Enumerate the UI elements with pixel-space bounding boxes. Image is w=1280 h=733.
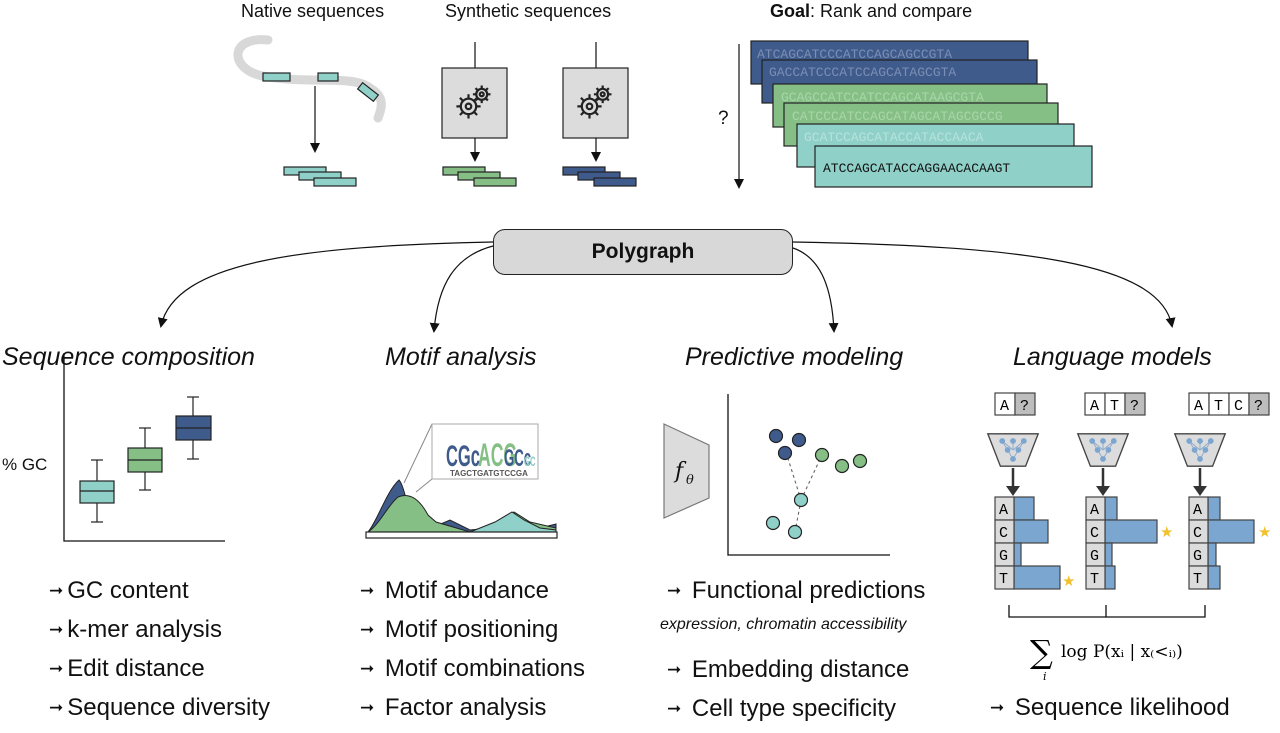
svg-text:A: A: [1090, 502, 1099, 519]
polygraph-node: Polygraph: [493, 229, 793, 275]
list-item: ➞ Factor analysis: [360, 694, 547, 721]
section-title-language: Language models: [1013, 343, 1212, 371]
svg-text:C: C: [1090, 525, 1099, 542]
list-item: ➞k-mer analysis: [49, 616, 222, 643]
star-icon: ★: [1258, 524, 1271, 541]
question-mark: ?: [718, 108, 729, 129]
sequence-5: GCATCCAGCATACCATACCAACA: [804, 130, 984, 145]
likelihood-formula: ∑ i log P(xᵢ | x₍<ᵢ₎): [1030, 633, 1183, 683]
section-title-composition: Sequence composition: [2, 343, 255, 371]
star-icon: ★: [1062, 573, 1075, 590]
svg-text:CGc: CGc: [446, 440, 480, 473]
svg-text:C: C: [1193, 525, 1202, 542]
native-sequence-fragments: [283, 166, 357, 187]
section-title-motif: Motif analysis: [385, 343, 537, 371]
sequence-stack: ATCAGCATCCCATCCAGCAGCCGTA GACCATCCCATCCA…: [750, 40, 1093, 188]
motif-coverage-plot: CGc ACG GCc GC TAGCTGATGTCCGA: [365, 423, 558, 539]
svg-text:T: T: [1090, 571, 1099, 588]
list-item: ➞ Motif positioning: [360, 616, 559, 643]
branch-arrows: [157, 241, 1176, 333]
lm-prediction-3: A C G T ★: [1188, 496, 1271, 590]
svg-text:i: i: [1043, 670, 1047, 683]
svg-text:∑: ∑: [1030, 633, 1053, 671]
list-item: ➞ Motif combinations: [360, 655, 586, 682]
svg-text:A: A: [1194, 398, 1203, 415]
sequence-2: GACCATCCCATCCAGCATAGCGTA: [769, 65, 956, 80]
gc-boxplot: [63, 353, 225, 542]
star-icon: ★: [1160, 524, 1173, 541]
lm-context-3: A T C ?: [1188, 392, 1270, 416]
svg-text:A: A: [1090, 398, 1099, 415]
svg-text:ACG: ACG: [478, 439, 517, 474]
svg-text:log P(xᵢ | x₍<ᵢ₎): log P(xᵢ | x₍<ᵢ₎): [1061, 642, 1183, 662]
svg-text:?: ?: [1020, 398, 1029, 415]
composition-metrics-list: ➞GC content ➞k-mer analysis ➞Edit distan…: [49, 576, 270, 732]
svg-text:TAGCTGATGTCCGA: TAGCTGATGTCCGA: [450, 469, 528, 478]
list-item: ➞GC content: [49, 577, 189, 604]
model-subscript: θ: [686, 473, 694, 488]
section-title-predictive: Predictive modeling: [685, 343, 904, 371]
svg-text:A: A: [1193, 502, 1202, 519]
list-item: ➞ Cell type specificity: [667, 695, 896, 722]
synthetic-generator-green: [441, 42, 517, 187]
predictive-model: f θ: [663, 394, 890, 556]
svg-text:T: T: [1214, 398, 1223, 415]
sequence-4: CATCCCATCCAGCATAGCATAGCGCCG: [792, 109, 1003, 124]
native-sequences-label: Native sequences: [241, 1, 385, 21]
motif-logo: CGc ACG GCc GC TAGCTGATGTCCGA: [446, 439, 536, 478]
language-model-panels: A ? A T ? A T C ?: [987, 392, 1271, 683]
svg-text:G: G: [1090, 548, 1099, 565]
svg-text:T: T: [999, 571, 1008, 588]
svg-text:C: C: [999, 525, 1008, 542]
language-metrics-list: ➞ Sequence likelihood: [990, 693, 1230, 732]
neural-net-icon: [987, 433, 1039, 467]
svg-text:GC: GC: [524, 455, 536, 470]
lm-prediction-1: A C G T ★: [994, 496, 1075, 590]
svg-text:A: A: [999, 502, 1008, 519]
neural-net-icon: [1077, 433, 1129, 467]
sequence-1: ATCAGCATCCCATCCAGCAGCCGTA: [757, 47, 952, 62]
svg-text:A: A: [1000, 398, 1009, 415]
motif-metrics-list: ➞ Motif abudance ➞ Motif positioning ➞ M…: [360, 576, 585, 732]
svg-text:T: T: [1110, 398, 1119, 415]
svg-text:T: T: [1193, 571, 1202, 588]
list-item: ➞ Embedding distance: [667, 656, 910, 683]
lm-prediction-2: A C G T ★: [1085, 496, 1173, 590]
svg-text:?: ?: [1130, 398, 1139, 415]
svg-text:?: ?: [1254, 398, 1263, 415]
neural-net-icon: [1174, 433, 1226, 467]
svg-text:C: C: [1234, 398, 1243, 415]
predictive-metrics-list-a: ➞ Functional predictions: [667, 576, 925, 615]
predictive-metrics-list-b: ➞ Embedding distance ➞ Cell type specifi…: [667, 655, 909, 733]
svg-text:GCc: GCc: [504, 445, 531, 472]
synthetic-generator-navy: [562, 42, 637, 187]
list-item: ➞ Sequence likelihood: [990, 694, 1230, 721]
list-item: ➞Sequence diversity: [49, 694, 271, 721]
svg-text:G: G: [999, 548, 1008, 565]
list-item: ➞ Motif abudance: [360, 577, 550, 604]
synthetic-sequences-label: Synthetic sequences: [445, 1, 612, 21]
sequence-6: ATCCAGCATACCAGGAACACAAGT: [823, 161, 1010, 176]
list-item: ➞ Functional predictions: [667, 577, 926, 604]
lm-context-1: A ?: [994, 392, 1036, 416]
list-item: ➞Edit distance: [49, 655, 205, 682]
native-sequence-strand: [233, 35, 386, 187]
sequence-3: GCAGCCATCCATCCAGCATAAGCGTA: [781, 90, 984, 105]
ranking-arrow: ?: [718, 44, 744, 189]
lm-context-2: A T ?: [1084, 392, 1146, 416]
svg-text:G: G: [1193, 548, 1202, 565]
gc-axis-label: % GC: [2, 455, 48, 474]
predictive-subtitle: expression, chromatin accessibility: [660, 616, 907, 633]
goal-label: Goal: Rank and compare: [770, 1, 973, 21]
